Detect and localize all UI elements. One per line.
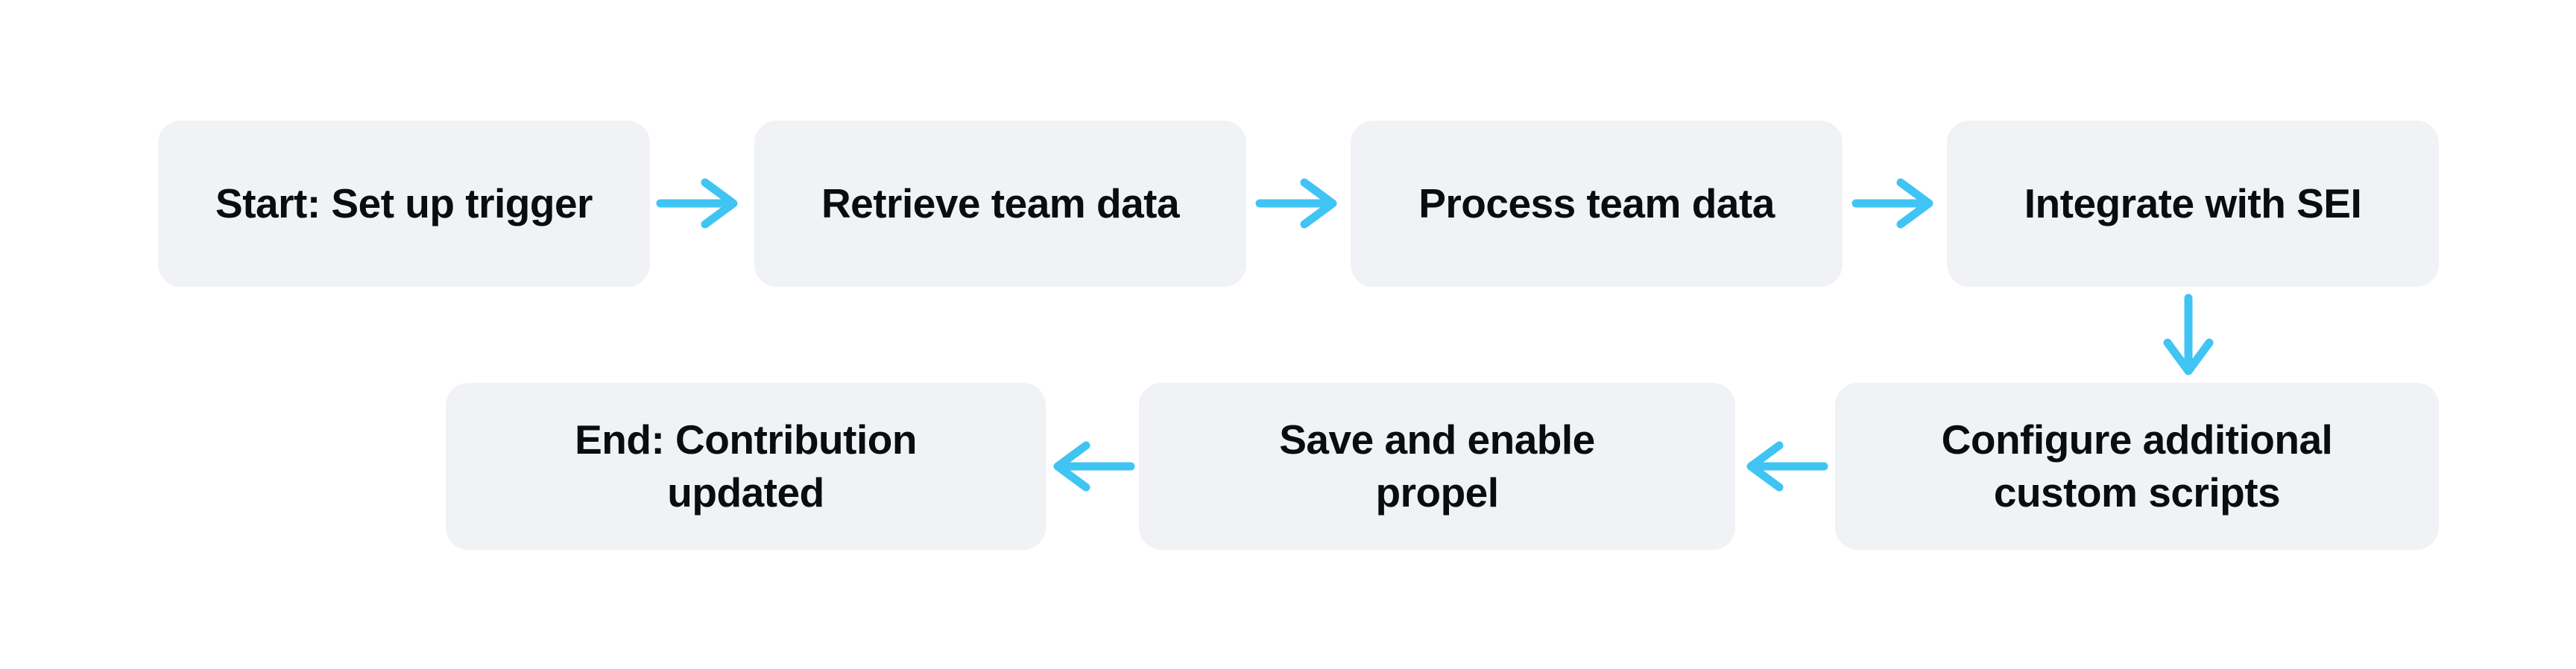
node-process-team-data: Process team data bbox=[1351, 121, 1843, 287]
node-save-and-enable-propel: Save and enable propel bbox=[1139, 383, 1735, 550]
node-retrieve-team-data-label: Retrieve team data bbox=[821, 180, 1180, 226]
node-save-and-enable-propel-label: Save and enable propel bbox=[1279, 416, 1595, 516]
node-start: Start: Set up trigger bbox=[158, 121, 650, 287]
arrow-right-icon bbox=[1255, 178, 1337, 229]
node-configure-custom-scripts-label: Configure additional custom scripts bbox=[1941, 416, 2333, 516]
arrow-left-icon bbox=[1053, 441, 1135, 492]
arrow-down-icon bbox=[2163, 294, 2214, 375]
arrow-right-icon bbox=[656, 178, 738, 229]
node-configure-custom-scripts: Configure additional custom scripts bbox=[1835, 383, 2439, 550]
node-retrieve-team-data: Retrieve team data bbox=[754, 121, 1246, 287]
arrow-left-icon bbox=[1746, 441, 1828, 492]
node-end-label: End: Contribution updated bbox=[575, 416, 917, 516]
node-end: End: Contribution updated bbox=[446, 383, 1046, 550]
node-process-team-data-label: Process team data bbox=[1418, 180, 1775, 226]
node-integrate-with-sei-label: Integrate with SEI bbox=[2024, 180, 2362, 226]
node-start-label: Start: Set up trigger bbox=[215, 180, 593, 226]
node-integrate-with-sei: Integrate with SEI bbox=[1947, 121, 2439, 287]
arrow-right-icon bbox=[1852, 178, 1933, 229]
